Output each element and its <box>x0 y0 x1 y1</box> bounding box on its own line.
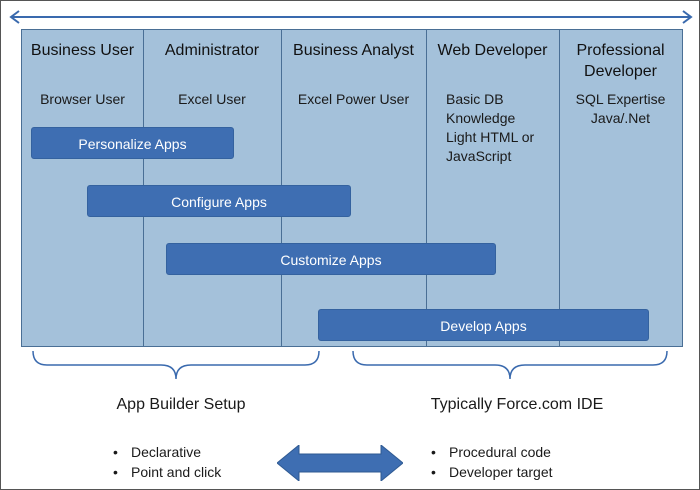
role-table: Business User Browser User Administrator… <box>21 29 683 347</box>
bullet-item: Procedural code <box>431 442 553 462</box>
column-web-developer: Web Developer Basic DB Knowledge Light H… <box>426 30 560 346</box>
bar-personalize-apps: Personalize Apps <box>31 127 234 159</box>
column-description: Excel User <box>178 91 246 107</box>
bullet-item: Developer target <box>431 462 552 482</box>
bullet-list-right: Procedural code Developer target <box>431 442 553 482</box>
header-line: Professional <box>576 42 665 59</box>
column-header: Web Developer <box>437 42 548 59</box>
group-title-app-builder: App Builder Setup <box>116 396 246 413</box>
bullet-item: Point and click <box>113 462 221 482</box>
bar-configure-apps: Configure Apps <box>87 185 351 217</box>
column-header: Professional Developer <box>559 40 682 82</box>
description-line: Basic DB <box>446 91 504 107</box>
description-line: Java/.Net <box>590 110 651 126</box>
description-line: Knowledge <box>446 110 516 126</box>
column-header: Business Analyst <box>293 42 414 59</box>
column-header: Administrator <box>164 42 260 59</box>
description-line: SQL Expertise <box>575 91 666 107</box>
column-header: Business User <box>30 42 135 59</box>
bar-customize-apps: Customize Apps <box>166 243 496 275</box>
spectrum-arrow-icon <box>9 10 693 24</box>
header-line: Developer <box>584 63 657 80</box>
bullet-item: Declarative <box>113 442 221 462</box>
group-title-force-ide: Typically Force.com IDE <box>430 396 604 413</box>
column-professional-developer: Professional Developer SQL Expertise Jav… <box>559 30 683 346</box>
column-description: Basic DB Knowledge Light HTML or JavaScr… <box>446 90 534 166</box>
bullet-list-left: Declarative Point and click <box>113 442 221 482</box>
double-arrow-icon <box>277 445 403 481</box>
bar-develop-apps: Develop Apps <box>318 309 649 341</box>
description-line: Light HTML or <box>446 129 535 145</box>
description-line: JavaScript <box>446 148 512 164</box>
column-description: Browser User <box>40 91 125 107</box>
left-brace-icon <box>32 350 320 380</box>
column-business-analyst: Business Analyst Excel Power User <box>281 30 427 346</box>
right-brace-icon <box>352 350 668 380</box>
column-description: Excel Power User <box>297 91 410 107</box>
column-description: SQL Expertise Java/.Net <box>559 90 682 128</box>
